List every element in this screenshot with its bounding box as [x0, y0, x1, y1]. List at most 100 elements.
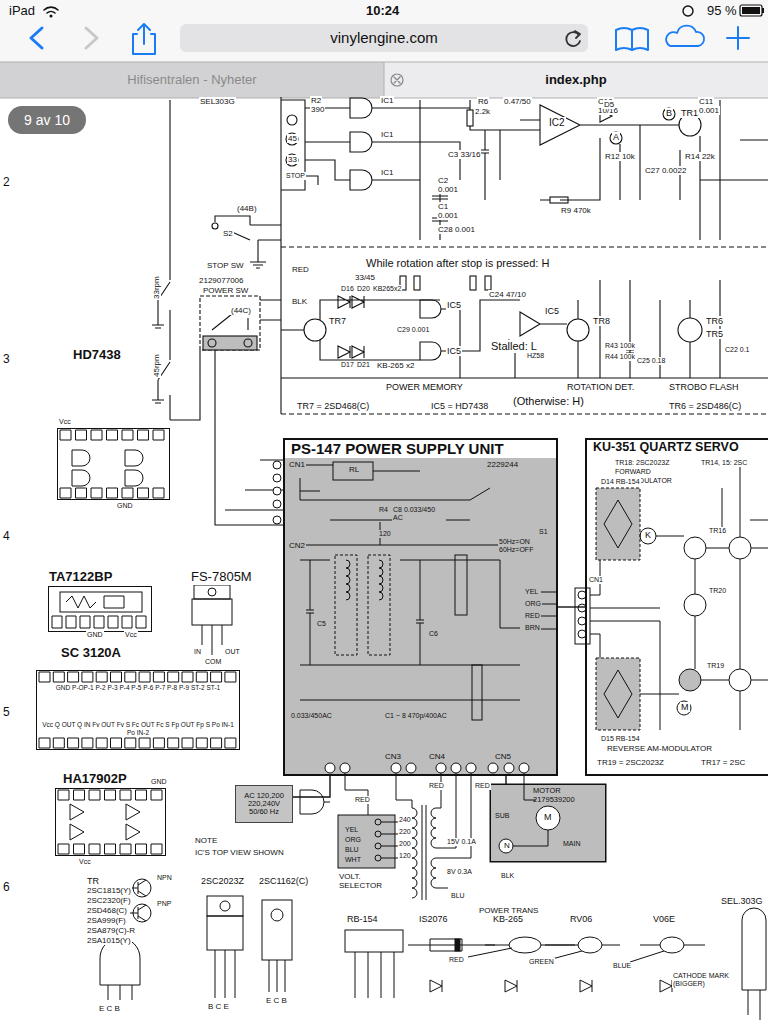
- schematic-label: D21: [356, 361, 371, 369]
- schematic-label: IC5: [544, 306, 560, 316]
- schematic-label: C6: [428, 630, 439, 638]
- schematic-label: Vcc: [78, 858, 92, 866]
- box-title: HD7438: [73, 348, 121, 363]
- schematic-label: TR8: [592, 316, 611, 326]
- mains-wiring-drawing: [431, 808, 436, 888]
- schematic-label: 0.033/450AC: [290, 712, 333, 720]
- ic-package-drawing: [60, 592, 142, 612]
- schematic-label: YEL: [344, 826, 359, 834]
- servo-board-drawing: [575, 462, 768, 730]
- schematic-label: STOP SW: [206, 261, 245, 270]
- mains-wiring-drawing: [375, 843, 381, 849]
- schematic-label: R2: [310, 96, 322, 105]
- ic-package-drawing: [39, 672, 236, 682]
- schematic-label: TR5: [705, 329, 724, 339]
- mains-wiring-drawing: [375, 855, 381, 861]
- schematic-wire: [244, 339, 252, 347]
- servo-board-drawing: [729, 537, 751, 559]
- mains-wiring-drawing: [396, 773, 471, 900]
- page-counter-badge: [8, 106, 86, 134]
- box-title: HA17902P: [63, 772, 127, 787]
- schematic-label: GND: [150, 778, 168, 786]
- schematic-label: RED: [354, 796, 371, 804]
- schematic-label: KB-265: [492, 914, 524, 924]
- schematic-label: KB265x2: [372, 285, 402, 293]
- schematic-wire: [414, 276, 420, 290]
- schematic-label: RED: [474, 782, 491, 790]
- box-title: vinylengine.com: [330, 29, 438, 47]
- schematic-label: 2SC1815(Y): [86, 886, 132, 895]
- schematic-label: 0.47/50: [503, 97, 532, 106]
- schematic-label: TR19 = 2SC2023Z: [596, 758, 665, 767]
- component-package-drawing: [269, 960, 285, 992]
- power-supply-drawing: [335, 555, 357, 655]
- schematic-label: 8V 0.3A: [446, 868, 478, 876]
- ic-package-drawing: [194, 585, 230, 599]
- schematic-label: 6: [2, 881, 11, 895]
- ic-package-drawing: [60, 488, 164, 498]
- ic-package: TA7122BP: [48, 586, 152, 632]
- schematic-label: D15 RB-154: [600, 735, 641, 743]
- power-supply-drawing: [290, 465, 520, 545]
- power-supply-drawing: [406, 763, 416, 773]
- browser-tab: index.php: [384, 62, 768, 98]
- ic-package-drawing: [66, 596, 124, 608]
- schematic-label: 240: [398, 816, 412, 824]
- ac-inlet-box: AC 120,200 220,240V 50/60 Hz: [235, 785, 293, 823]
- schematic-wire: [663, 108, 675, 120]
- component-package-drawing: [100, 879, 766, 1020]
- component-package-drawing: [455, 939, 460, 951]
- browser-icon: [31, 28, 42, 48]
- schematic-wire: [203, 336, 257, 350]
- schematic-label: 2SA879(C)-R: [86, 926, 136, 935]
- schematic-label: IN: [193, 648, 202, 656]
- schematic-label: Stalled: L: [490, 340, 538, 353]
- schematic-label: NPN: [156, 874, 173, 882]
- schematic-label: CATHODE MARK (BIGGER): [672, 972, 736, 988]
- servo-board-drawing: [596, 488, 640, 560]
- browser-chrome: [180, 24, 588, 52]
- schematic-wire: [600, 100, 768, 240]
- schematic-label: (44B): [236, 204, 258, 213]
- schematic-label: 120: [378, 530, 392, 538]
- component-package-drawing: [215, 950, 235, 998]
- mains-wiring-drawing: [300, 773, 606, 900]
- schematic-label: CN4: [428, 752, 446, 761]
- box-title: AC 120,200 220,240V 50/60 Hz: [238, 792, 290, 817]
- browser-icon: [762, 8, 764, 13]
- schematic-label: BLUE: [612, 962, 632, 970]
- schematic-label: IC5: [446, 346, 462, 356]
- schematic-label: S1: [538, 528, 549, 536]
- schematic-label: TR18: 2SC2023Z: [614, 459, 670, 467]
- mains-wiring-drawing: [345, 773, 412, 858]
- schematic-label: YEL: [524, 588, 539, 596]
- browser-icon: [133, 24, 155, 54]
- component-package-drawing: [207, 896, 243, 916]
- schematic-label: 33/45: [354, 273, 376, 282]
- schematic-wire: [152, 100, 283, 525]
- schematic-label: SEL.303G: [720, 896, 764, 906]
- schematic-label: IC1: [380, 96, 394, 105]
- schematic-label: VOLT. SELECTOR: [338, 872, 392, 890]
- schematic-label: TR7 = 2SD468(C): [296, 401, 370, 411]
- schematic-label: C28 0.001: [437, 225, 476, 234]
- schematic-label: KB-265 x2: [376, 361, 415, 370]
- browser-icon: [394, 77, 400, 83]
- schematic-label: C3 33/16: [447, 150, 481, 159]
- schematic-label: 2SC2320(F): [86, 896, 132, 905]
- schematic-label: STROBO FLASH: [668, 382, 740, 392]
- schematic-label: TR6 = 2SD486(C): [668, 401, 742, 411]
- page-counter: 9 av 10: [8, 106, 86, 134]
- power-supply-drawing: [273, 474, 281, 482]
- power-supply-drawing: [451, 763, 461, 773]
- schematic-label: C1: [437, 202, 449, 211]
- schematic-wire: [200, 296, 260, 350]
- schematic-label: FS-7805M: [190, 570, 253, 585]
- ic-package-drawing: [60, 430, 164, 440]
- schematic-label: 5: [2, 706, 11, 720]
- schematic-label: IC2: [548, 117, 566, 129]
- ic-package: SC 3120AGND P-OP-1 P-2 P-3 P-4 P-5 P-6 P…: [36, 670, 240, 750]
- schematic-label: (44C): [230, 306, 252, 315]
- schematic-label: 0.001: [437, 185, 459, 194]
